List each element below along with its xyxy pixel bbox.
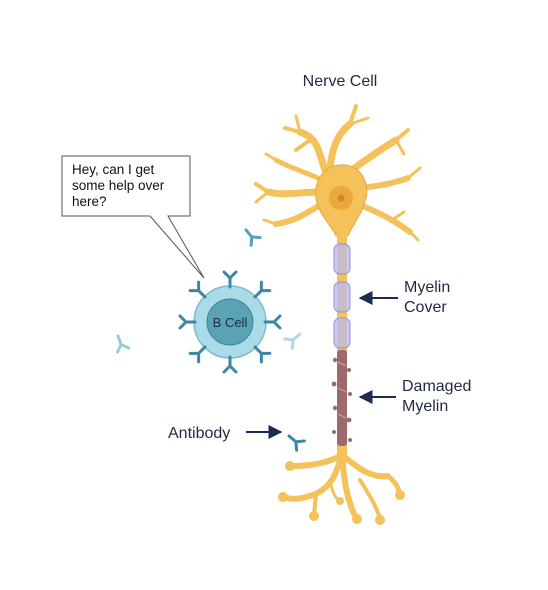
free-antibody bbox=[110, 332, 131, 354]
free-antibody bbox=[239, 224, 262, 247]
myelin-cover-label-2: Cover bbox=[404, 299, 447, 316]
antibody-label: Antibody bbox=[168, 425, 230, 442]
damaged-myelin-label-1: Damaged bbox=[402, 378, 471, 395]
nerve-cell-label: Nerve Cell bbox=[303, 73, 378, 90]
axon-terminals bbox=[281, 452, 403, 521]
myelin-cover bbox=[333, 243, 351, 349]
damaged-myelin bbox=[331, 350, 352, 446]
bubble-line-3: here? bbox=[72, 194, 107, 209]
speech-bubble: Hey, can I get some help over here? bbox=[61, 155, 205, 279]
bubble-line-2: some help over bbox=[72, 178, 165, 193]
antibody-example bbox=[283, 429, 306, 452]
b-cell-label: B Cell bbox=[213, 315, 248, 330]
damaged-myelin-label-2: Myelin bbox=[402, 398, 448, 415]
bubble-line-1: Hey, can I get bbox=[72, 162, 155, 177]
myelin-cover-label-1: Myelin bbox=[404, 279, 450, 296]
b-cell: B Cell bbox=[193, 285, 267, 359]
free-antibody bbox=[283, 327, 306, 350]
